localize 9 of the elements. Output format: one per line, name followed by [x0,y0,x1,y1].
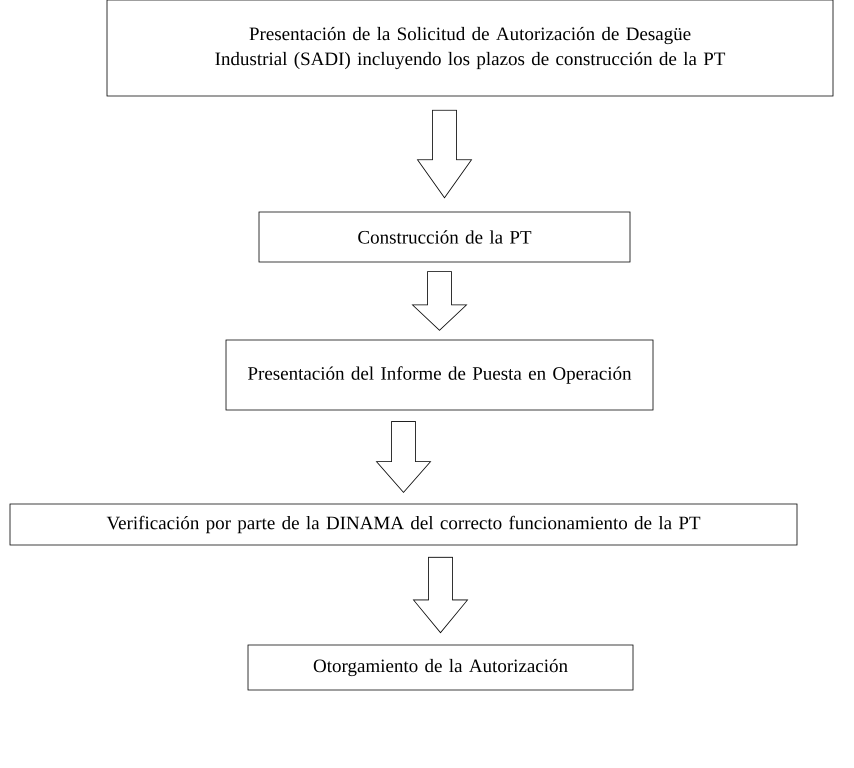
process-box: Construcción de la PT [258,212,630,262]
block-arrow [412,556,468,634]
process-box: Verificación por parte de la DINAMA del correcto funcionamiento de la PT [10,504,798,546]
process-box: Presentación de la Solicitud de Autorización de Desagüe Industrial (SADI) incluyendo los plazos de construcción de la PT [106,0,834,96]
process-box: Presentación del Informe de Puesta en Operación [226,340,654,410]
block-arrow [376,421,432,494]
block-arrow [416,110,472,198]
block-arrow [412,271,468,331]
process-box: Otorgamiento de la Autorización [248,644,634,690]
